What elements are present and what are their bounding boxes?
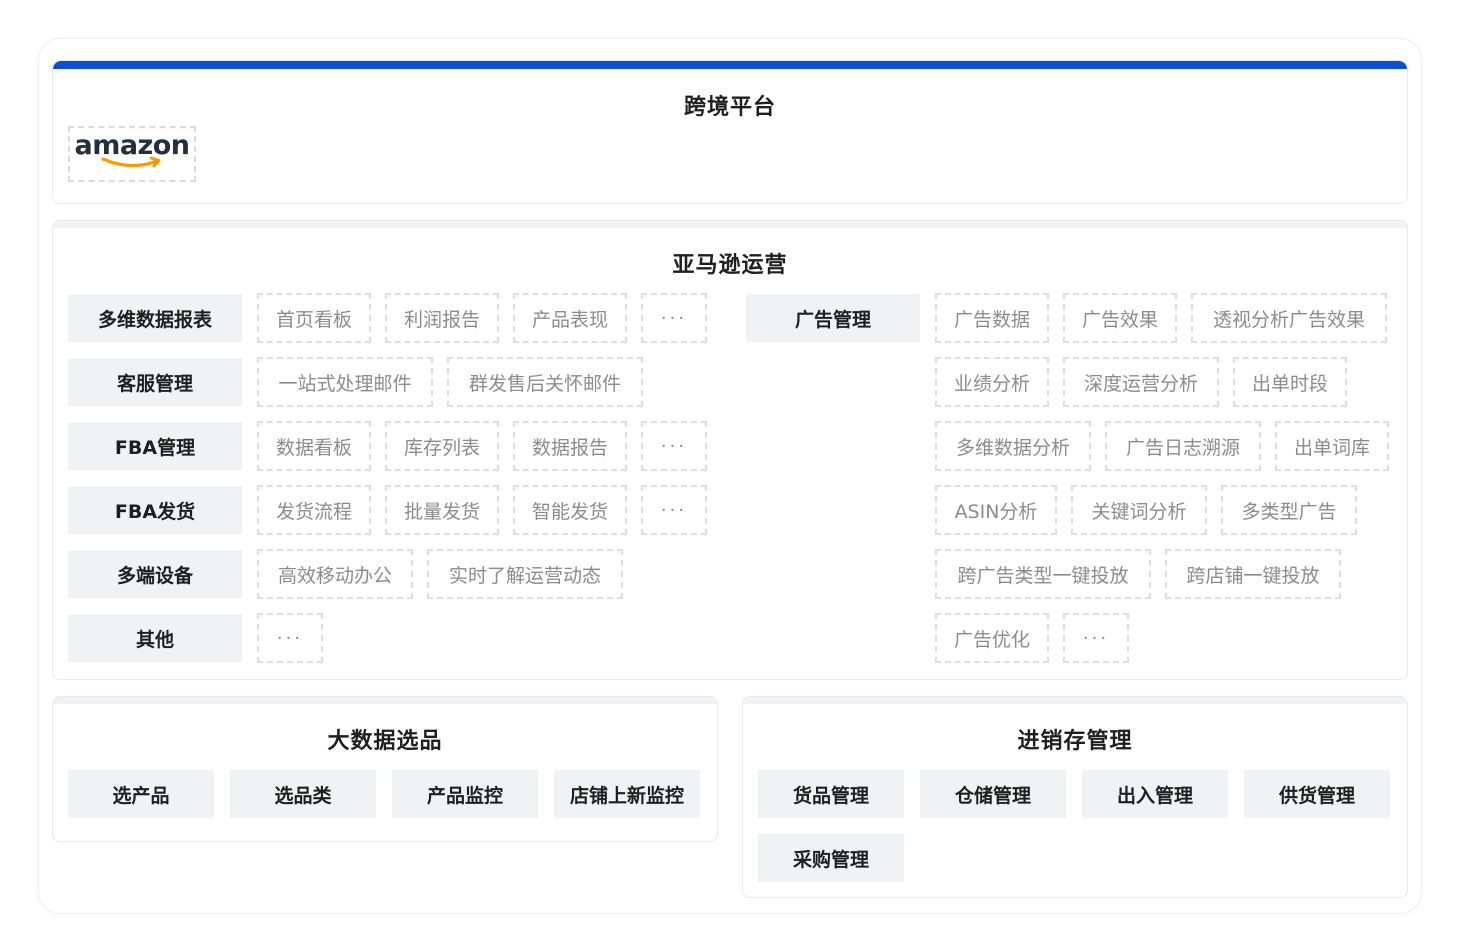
panel-top-strip [53,697,717,704]
panel-top-strip [743,697,1407,704]
feature-chip[interactable]: 群发售后关怀邮件 [447,357,643,407]
ad-feature-chip[interactable]: 出单词库 [1275,421,1389,471]
ad-feature-chip[interactable]: 跨店铺一键投放 [1165,549,1341,599]
more-chip[interactable]: ··· [257,613,323,663]
feature-chip[interactable]: 利润报告 [385,293,499,343]
ad-feature-chip[interactable]: ASIN分析 [935,485,1057,535]
ad-feature-chip[interactable]: 出单时段 [1233,357,1347,407]
inventory-title: 进销存管理 [1017,729,1133,754]
inventory-item[interactable]: 仓储管理 [920,770,1066,818]
cross-border-panel: 跨境平台 amazon [52,60,1408,204]
feature-chip[interactable]: 数据看板 [257,421,371,471]
category-ads[interactable]: 广告管理 [746,294,920,342]
more-chip[interactable]: ··· [641,421,707,471]
amazon-logo-text: amazon [74,130,190,161]
feature-chip[interactable]: 智能发货 [513,485,627,535]
feature-chip[interactable]: 发货流程 [257,485,371,535]
ad-feature-chip[interactable]: 透视分析广告效果 [1191,293,1387,343]
ad-feature-chip[interactable]: 多维数据分析 [935,421,1091,471]
amazon-ops-title: 亚马逊运营 [672,253,788,278]
ad-feature-chip[interactable]: 广告优化 [935,613,1049,663]
amazon-smile-icon [101,156,161,168]
amazon-logo[interactable]: amazon [68,126,196,182]
feature-chip[interactable]: 一站式处理邮件 [257,357,433,407]
feature-chip[interactable]: 数据报告 [513,421,627,471]
more-chip[interactable]: ··· [641,293,707,343]
big-data-item[interactable]: 选产品 [68,770,214,818]
ad-feature-chip[interactable]: 业绩分析 [935,357,1049,407]
feature-chip[interactable]: 高效移动办公 [257,549,413,599]
feature-chip[interactable]: 产品表现 [513,293,627,343]
category-3[interactable]: FBA发货 [68,486,242,534]
big-data-title: 大数据选品 [327,729,443,754]
feature-chip[interactable]: 库存列表 [385,421,499,471]
big-data-item[interactable]: 产品监控 [392,770,538,818]
inventory-item[interactable]: 供货管理 [1244,770,1390,818]
big-data-item[interactable]: 选品类 [230,770,376,818]
category-5[interactable]: 其他 [68,614,242,662]
big-data-panel: 大数据选品 [52,696,718,842]
ad-feature-chip[interactable]: 关键词分析 [1071,485,1207,535]
cross-border-title: 跨境平台 [683,95,776,120]
feature-chip[interactable]: 实时了解运营动态 [427,549,623,599]
ad-feature-chip[interactable]: 深度运营分析 [1063,357,1219,407]
ad-feature-chip[interactable]: 多类型广告 [1221,485,1357,535]
category-4[interactable]: 多端设备 [68,550,242,598]
ad-feature-chip[interactable]: 广告日志溯源 [1105,421,1261,471]
category-2[interactable]: FBA管理 [68,422,242,470]
ad-feature-chip[interactable]: 跨广告类型一键投放 [935,549,1151,599]
category-0[interactable]: 多维数据报表 [68,294,242,342]
ad-feature-chip[interactable]: 广告数据 [935,293,1049,343]
more-chip[interactable]: ··· [641,485,707,535]
feature-chip[interactable]: 首页看板 [257,293,371,343]
more-chip[interactable]: ··· [1063,613,1129,663]
inventory-item[interactable]: 货品管理 [758,770,904,818]
panel-top-strip [53,221,1407,228]
category-1[interactable]: 客服管理 [68,358,242,406]
inventory-item[interactable]: 出入管理 [1082,770,1228,818]
big-data-item[interactable]: 店铺上新监控 [554,770,700,818]
ad-feature-chip[interactable]: 广告效果 [1063,293,1177,343]
accent-bar [53,61,1407,69]
inventory-item[interactable]: 采购管理 [758,834,904,882]
feature-chip[interactable]: 批量发货 [385,485,499,535]
